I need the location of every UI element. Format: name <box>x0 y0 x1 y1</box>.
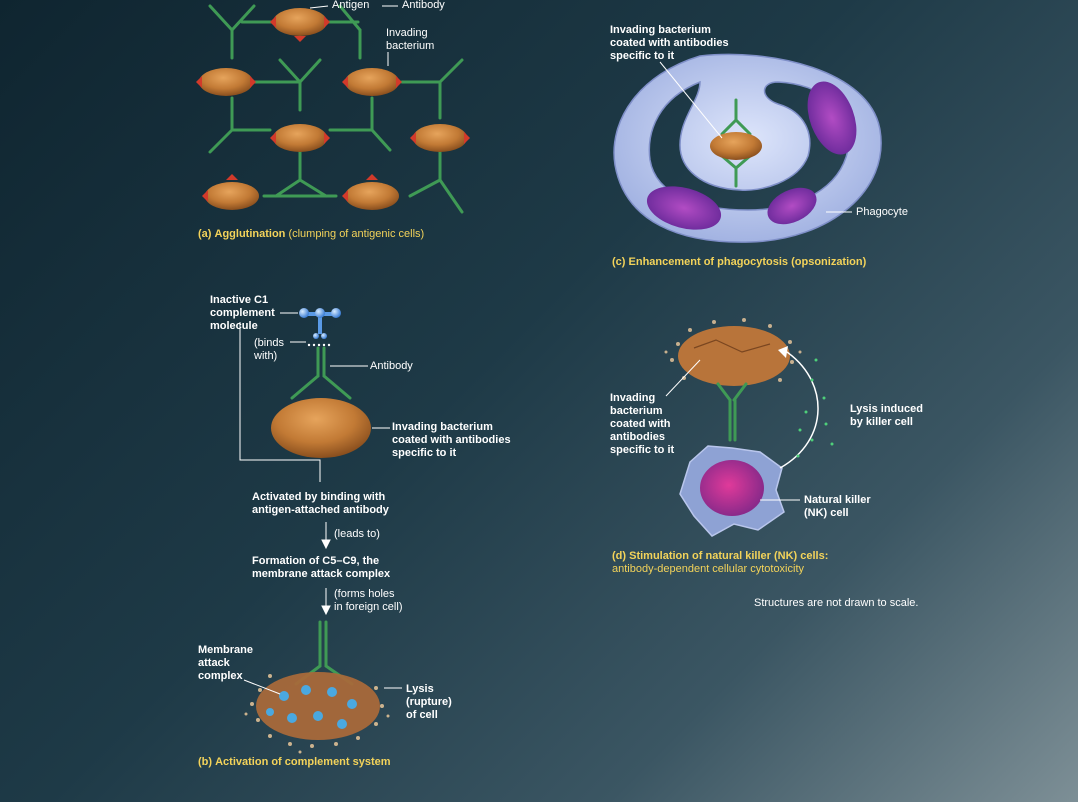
caption-title: Activation of complement system <box>215 756 391 768</box>
nk-nucleus <box>700 460 764 516</box>
cytotoxic-granules <box>796 358 834 458</box>
complement-antibody-label: Antibody <box>370 360 413 372</box>
antibody-arm <box>230 4 256 32</box>
nk-caption: (d) Stimulation of natural killer (NK) c… <box>612 550 828 576</box>
bacterium <box>202 174 259 210</box>
antibody-arm <box>278 58 302 84</box>
complement-antibody <box>290 346 352 400</box>
caption-detail: (clumping of antigenic cells) <box>288 228 425 240</box>
antigen-label: Antigen <box>332 0 370 11</box>
antibody-arm <box>274 178 302 198</box>
formation-label: Formation of C5–C9, the membrane attack … <box>252 555 391 580</box>
antibody-arm <box>298 58 322 84</box>
lysed-cell <box>244 620 390 754</box>
agglutination-panel <box>208 4 464 214</box>
bacterium <box>270 124 330 152</box>
antibody-arm <box>208 4 234 32</box>
bacterium <box>196 68 256 96</box>
antibody-label: Antibody <box>402 0 445 11</box>
caption-letter: (a) <box>198 228 212 240</box>
antibody-arm <box>322 374 352 400</box>
antibody-arm <box>208 128 234 154</box>
antibody-arm <box>438 58 464 84</box>
agglutination-leaders <box>309 5 398 66</box>
caption-letter: (b) <box>198 756 213 768</box>
antibody-arm <box>732 382 748 402</box>
binds-with-label: (binds with) <box>254 337 284 362</box>
nk-antibody <box>716 382 748 442</box>
arrowhead <box>778 346 788 358</box>
arrowhead <box>321 605 331 616</box>
binding-dots <box>307 343 331 347</box>
lysis-induced-label: Lysis induced by killer cell <box>850 403 923 428</box>
antibody-arm <box>408 178 442 198</box>
antibody-arm <box>720 118 738 136</box>
leader-line <box>243 679 281 695</box>
phagocyte-nucleus <box>646 186 722 230</box>
nk-leaders <box>665 359 800 501</box>
caption-letter: (c) <box>612 256 626 268</box>
bracket-line <box>239 322 321 482</box>
caption-letter: (d) <box>612 550 627 562</box>
opsonization-caption: (c) Enhancement of phagocytosis (opsoniz… <box>612 256 866 269</box>
invading-bacterium-label: Invading bacterium <box>386 27 435 52</box>
membrane-attack-pores <box>266 685 357 729</box>
lysis-of-cell-label: Lysis (rupture) of cell <box>406 683 452 721</box>
opsonization-leaders <box>659 61 852 213</box>
caption-title: Enhancement of phagocytosis (opsonizatio… <box>628 256 867 268</box>
arrowhead <box>321 539 331 550</box>
antibody-arm <box>338 4 362 32</box>
membrane-attack-complex-label: Membrane attack complex <box>198 644 254 682</box>
lysis-leaders <box>243 679 402 695</box>
nk-bacterium <box>664 318 802 386</box>
antibody-arm <box>438 178 464 214</box>
antibody-arm <box>734 118 752 136</box>
leads-to-label: (leads to) <box>334 528 380 540</box>
phagocyte-label: Phagocyte <box>856 206 908 218</box>
caption-title: Agglutination <box>214 228 286 240</box>
bacterium <box>342 68 402 96</box>
bacterium <box>410 124 470 152</box>
leader-line <box>309 5 329 9</box>
c1-complement-molecule <box>299 308 341 339</box>
scale-footnote: Structures are not drawn to scale. <box>754 597 919 609</box>
nk-cell-label: Natural killer (NK) cell <box>804 494 871 519</box>
caption-title: Stimulation of natural killer (NK) cells… <box>629 550 829 562</box>
antibody-arm <box>290 374 320 400</box>
opsonization-bacterium-label: Invading bacterium coated with antibodie… <box>610 24 729 62</box>
bacterium <box>710 132 762 160</box>
bacterium <box>342 174 399 210</box>
activated-label: Activated by binding with antigen-attach… <box>252 491 389 516</box>
phagocyte-nucleus <box>807 81 857 155</box>
antibody-arm <box>716 382 732 402</box>
leader-line <box>665 359 701 397</box>
nk-cell <box>679 445 785 537</box>
agglutination-caption: (a) Agglutination (clumping of antigenic… <box>198 228 424 241</box>
phagocyte-nucleus <box>767 187 817 225</box>
antibody-arm <box>370 128 392 152</box>
c1-complement-label: Inactive C1 complement molecule <box>210 294 275 332</box>
caption-detail: antibody-dependent cellular cytotoxicity <box>612 563 805 575</box>
bacterium <box>271 398 371 458</box>
lysis-arrow <box>779 349 819 469</box>
leader-line <box>659 61 723 139</box>
complement-arrows <box>280 312 390 616</box>
bacterium <box>270 8 330 42</box>
antibody-arm <box>298 178 328 198</box>
complement-caption: (b) Activation of complement system <box>198 756 391 769</box>
agglutination-bacteria <box>196 8 470 210</box>
forms-holes-label: (forms holes in foreign cell) <box>334 588 403 613</box>
nk-bacterium-label: Invading bacterium coated with antibodie… <box>610 392 675 456</box>
complement-bacterium-label: Invading bacterium coated with antibodie… <box>392 421 511 459</box>
